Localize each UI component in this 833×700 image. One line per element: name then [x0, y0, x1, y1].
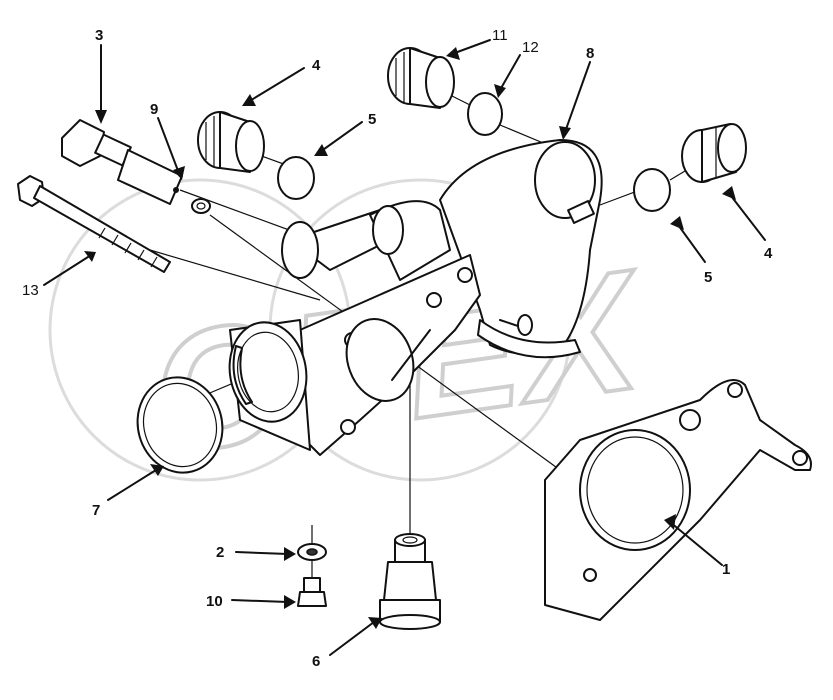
plug-4-right	[681, 123, 747, 183]
o-ring-12	[467, 92, 503, 136]
callout-13: 13	[22, 282, 39, 299]
callout-2: 2	[216, 544, 224, 561]
callout-10: 10	[206, 593, 223, 610]
callout-12: 12	[522, 39, 539, 56]
callout-arrows	[43, 39, 766, 656]
washer-2	[297, 543, 327, 561]
thermostat-housing	[228, 139, 603, 456]
callout-4-left: 4	[312, 57, 321, 74]
callout-8: 8	[586, 45, 594, 62]
callout-4-right: 4	[764, 245, 773, 262]
callout-labels: 1 2 3 4 4 5 5 6 7 8 9 10 11 12 13	[22, 27, 773, 670]
o-ring-7	[136, 376, 224, 474]
callout-9: 9	[150, 101, 158, 118]
fitting-6	[379, 533, 441, 630]
o-ring-9	[191, 198, 211, 214]
sender-3	[61, 119, 183, 205]
o-ring-5-left	[277, 156, 315, 200]
plug-4-left	[197, 111, 265, 173]
callout-7: 7	[92, 502, 100, 519]
callout-11: 11	[492, 27, 508, 44]
callout-6: 6	[312, 653, 320, 670]
bolt-10	[297, 577, 327, 607]
gasket-1	[544, 379, 812, 621]
callout-3: 3	[95, 27, 103, 44]
callout-5-right: 5	[704, 269, 712, 286]
callout-1: 1	[722, 561, 730, 578]
plug-11	[387, 47, 455, 109]
o-ring-5-right	[633, 168, 671, 212]
bolt-13	[17, 175, 171, 273]
callout-5-left: 5	[368, 111, 376, 128]
